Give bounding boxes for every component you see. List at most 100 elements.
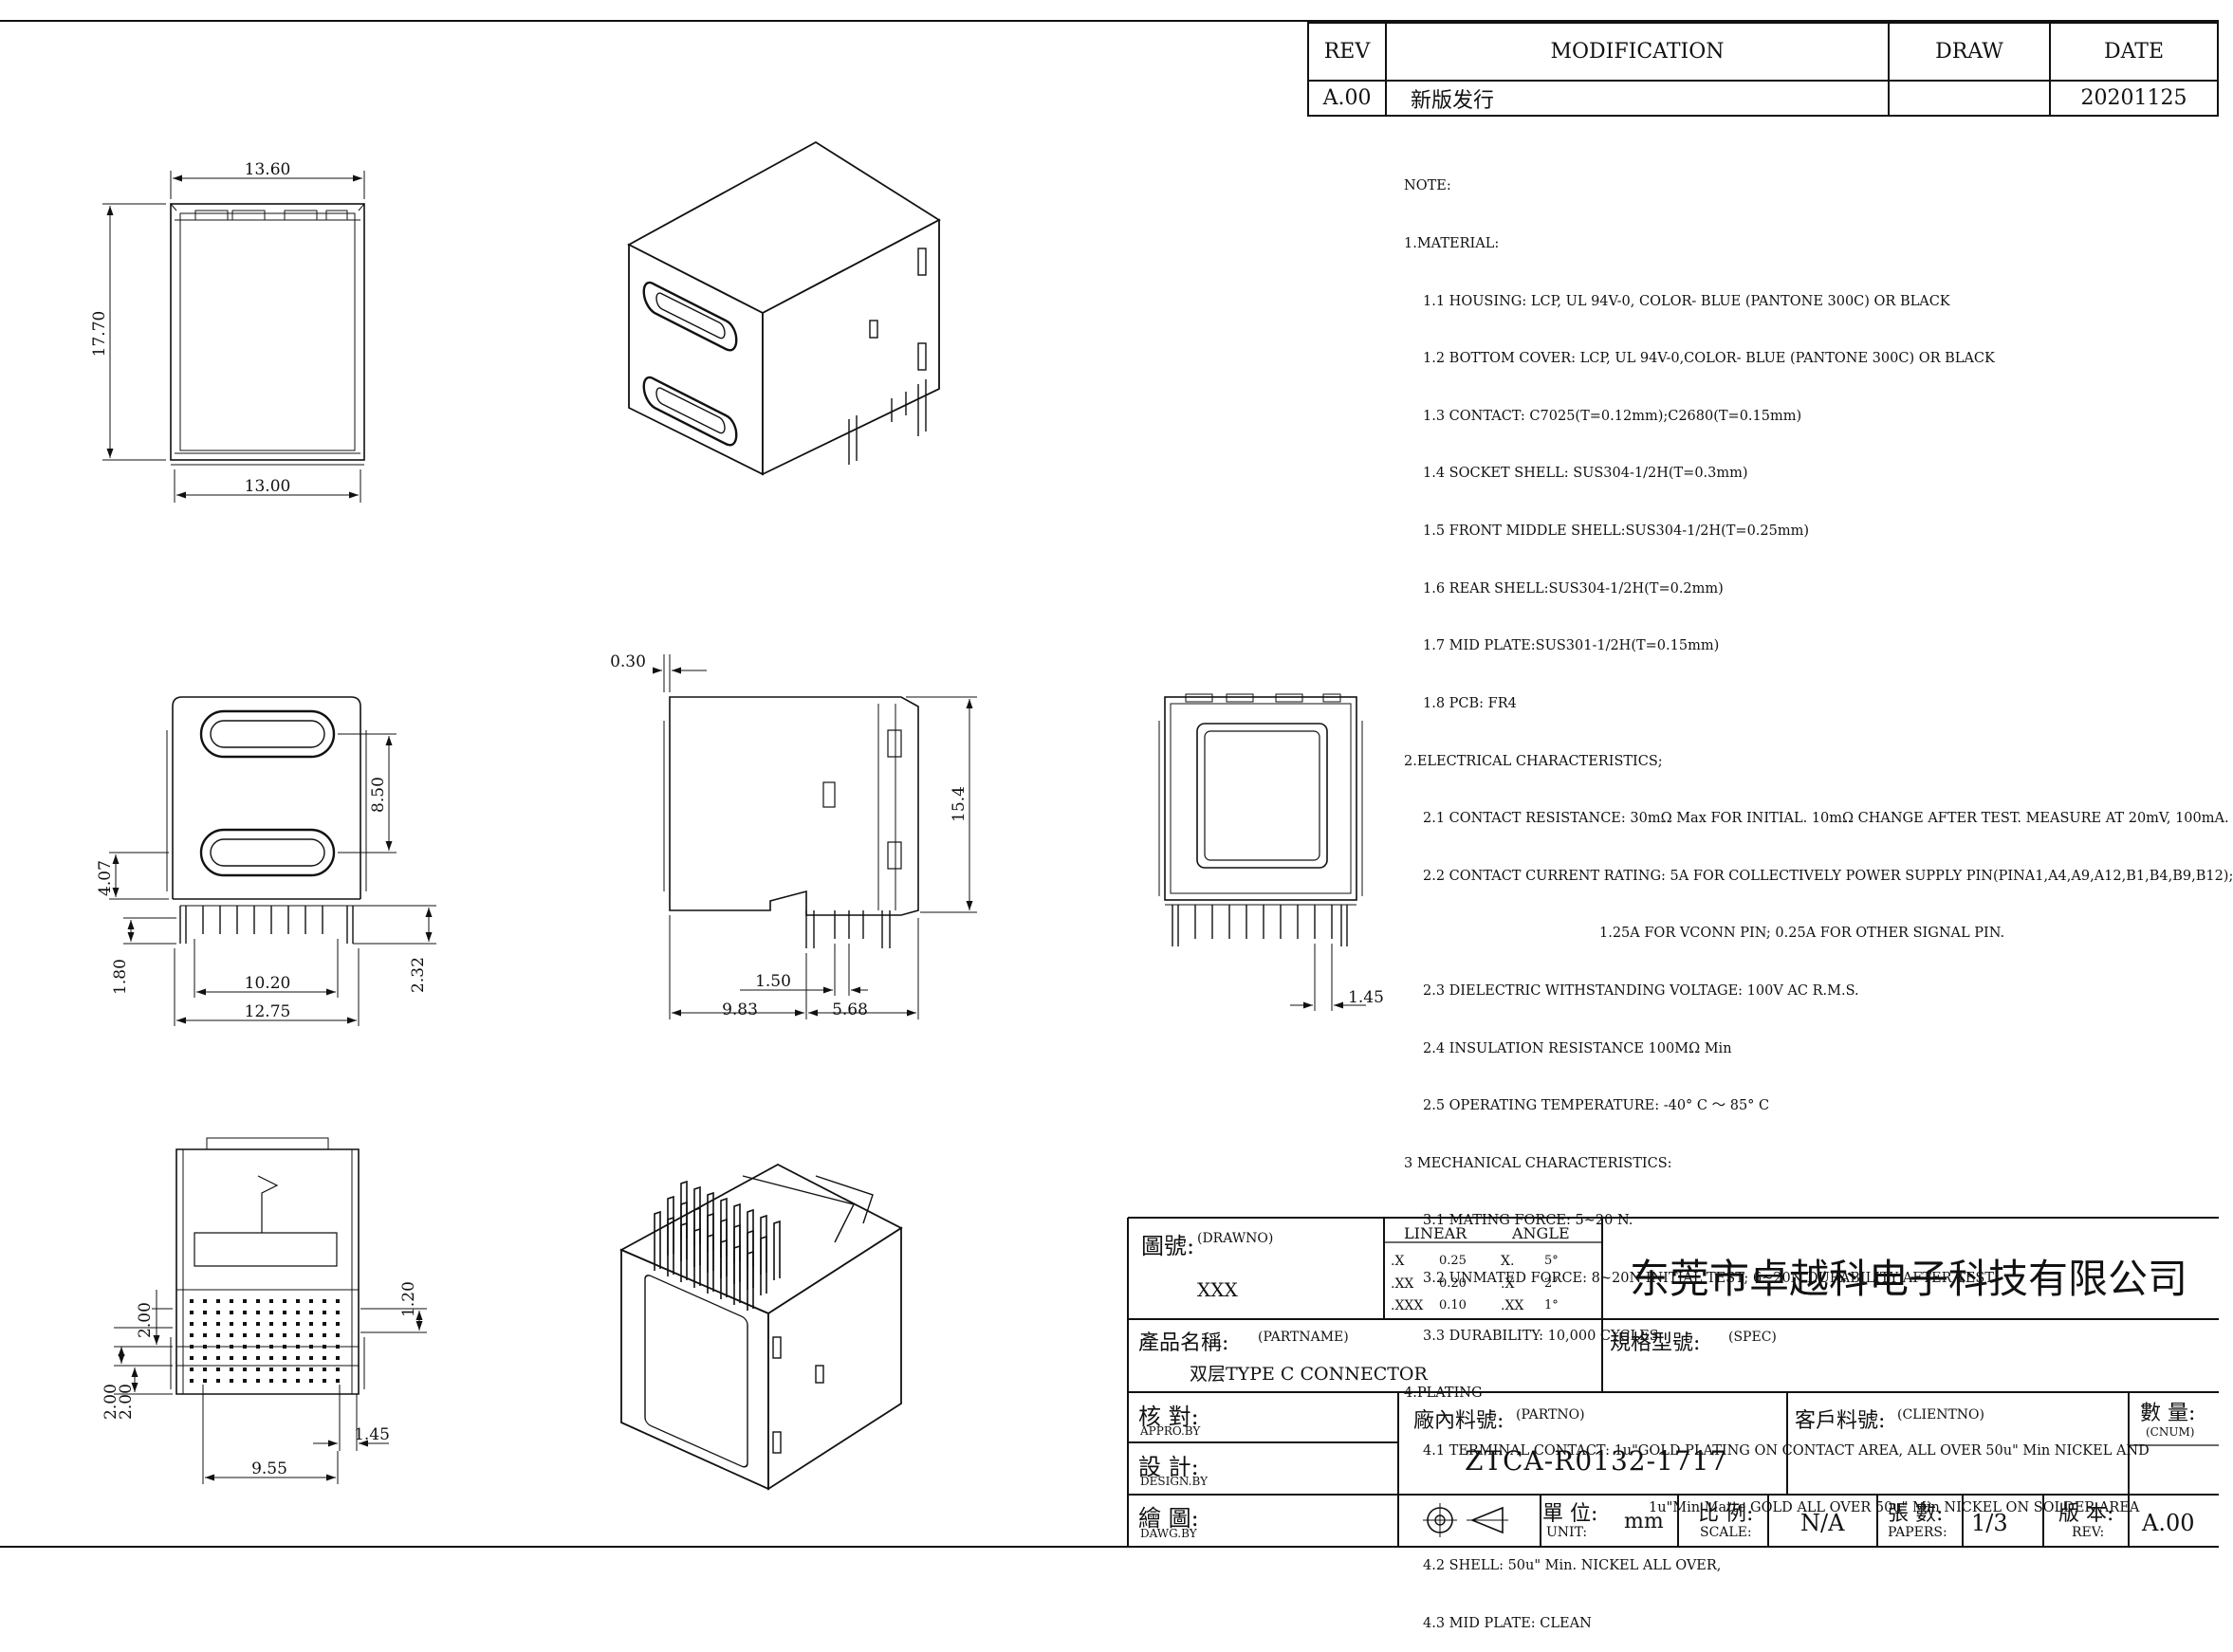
pin-hole bbox=[309, 1356, 313, 1360]
note-line: 1.4 SOCKET SHELL: SUS304-1/2H(T=0.3mm) bbox=[1423, 466, 1748, 482]
note-line: 4.3 MID PLATE: CLEAN bbox=[1423, 1615, 1592, 1631]
rev-label-en: REV: bbox=[2072, 1525, 2105, 1540]
pin-hole bbox=[243, 1311, 247, 1314]
pin-hole bbox=[230, 1333, 233, 1337]
clientno-label-cn: 客戶料號: bbox=[1795, 1409, 1886, 1433]
note-line: 1.25A FOR VCONN PIN; 0.25A FOR OTHER SIG… bbox=[1599, 926, 2005, 942]
pin-hole bbox=[243, 1322, 247, 1326]
modification-header: MODIFICATION bbox=[1385, 22, 1890, 82]
pin-hole bbox=[190, 1333, 194, 1337]
pin-hole bbox=[230, 1311, 233, 1314]
cnum-label-cn: 數 量: bbox=[2140, 1402, 2196, 1425]
dim-front-port-pitch: 8.50 bbox=[369, 777, 388, 813]
company-name: 东莞市卓越科电子科技有限公司 bbox=[1630, 1256, 2188, 1302]
note-line: 2.5 OPERATING TEMPERATURE: -40° C ～ 85° … bbox=[1423, 1098, 1770, 1114]
pin-hole bbox=[203, 1379, 207, 1383]
pin-hole bbox=[296, 1379, 300, 1383]
pin-hole bbox=[269, 1333, 273, 1337]
pin-hole bbox=[336, 1333, 340, 1337]
pin-hole bbox=[243, 1367, 247, 1371]
unit-value: mm bbox=[1624, 1510, 1664, 1533]
pin-hole bbox=[203, 1322, 207, 1326]
pin-hole bbox=[283, 1299, 286, 1303]
pin-hole bbox=[336, 1322, 340, 1326]
drawno-label-cn: 圖號: bbox=[1141, 1233, 1195, 1259]
note-line: 4.2 SHELL: 50u" Min. NICKEL ALL OVER, bbox=[1423, 1558, 1722, 1574]
front-view bbox=[109, 696, 436, 1026]
tol-ang-val-2: 2° bbox=[1544, 1276, 1559, 1291]
pin-hole bbox=[256, 1379, 260, 1383]
dim-side-shell-offset: 0.30 bbox=[610, 652, 646, 671]
pin-hole-grid bbox=[190, 1299, 340, 1383]
pin-hole bbox=[256, 1311, 260, 1314]
dim-side-pin-gap: 1.50 bbox=[755, 972, 791, 991]
note-line: 3.2 UNMATED FORCE: 8~20N INITIAL TEST; 6… bbox=[1423, 1270, 1994, 1286]
pin-hole bbox=[203, 1356, 207, 1360]
rev-label-cn: 版 本: bbox=[2058, 1502, 2114, 1526]
dim-bottom-span: 9.55 bbox=[251, 1459, 287, 1478]
draw-cell bbox=[1888, 80, 2051, 117]
pin-hole bbox=[190, 1322, 194, 1326]
dim-top-height: 17.70 bbox=[90, 311, 109, 358]
tol-lin-val-1: 0.25 bbox=[1439, 1254, 1467, 1268]
design-label-en: DESIGN.BY bbox=[1140, 1475, 1209, 1488]
scale-label-en: SCALE: bbox=[1700, 1525, 1752, 1540]
note-line: 1u"Min Matte GOLD ALL OVER 50u" Min NICK… bbox=[1649, 1500, 2140, 1516]
pin-hole bbox=[190, 1356, 194, 1360]
pin-hole bbox=[269, 1322, 273, 1326]
note-line: 1.MATERIAL: bbox=[1404, 236, 1500, 252]
pin-hole bbox=[256, 1356, 260, 1360]
tol-lin-key-3: .XXX bbox=[1391, 1298, 1424, 1313]
top-view bbox=[102, 171, 365, 503]
pin-hole bbox=[336, 1379, 340, 1383]
pin-hole bbox=[309, 1322, 313, 1326]
unit-label-cn: 單 位: bbox=[1542, 1502, 1598, 1526]
date-header: DATE bbox=[2049, 22, 2219, 82]
pin-hole bbox=[230, 1367, 233, 1371]
pin-hole bbox=[323, 1299, 326, 1303]
pin-hole bbox=[323, 1367, 326, 1371]
iso-pin bbox=[760, 1214, 767, 1275]
pin-hole bbox=[256, 1322, 260, 1326]
pin-hole bbox=[296, 1356, 300, 1360]
pin-hole bbox=[243, 1299, 247, 1303]
pin-hole bbox=[323, 1345, 326, 1349]
pin-hole bbox=[190, 1379, 194, 1383]
pin-hole bbox=[256, 1345, 260, 1349]
partno-value: ZTCA-R0132-1717 bbox=[1465, 1445, 1728, 1477]
drawno-value: XXX bbox=[1197, 1278, 1238, 1301]
pin-hole bbox=[216, 1367, 220, 1371]
dim-top-width: 13.60 bbox=[245, 160, 291, 179]
tol-ang-key-2: .X bbox=[1501, 1276, 1515, 1292]
note-line: 1.5 FRONT MIDDLE SHELL:SUS304-1/2H(T=0.2… bbox=[1423, 523, 1810, 540]
papers-label-en: PAPERS: bbox=[1888, 1525, 1947, 1540]
note-line: 2.ELECTRICAL CHARACTERISTICS; bbox=[1404, 753, 1663, 769]
iso-pin bbox=[720, 1197, 728, 1257]
rev-cell: A.00 bbox=[1307, 80, 1387, 117]
iso-pin-array bbox=[654, 1180, 781, 1311]
note-line: 1.3 CONTACT: C7025(T=0.12mm);C2680(T=0.1… bbox=[1423, 408, 1802, 424]
note-line: 1.8 PCB: FR4 bbox=[1423, 695, 1517, 711]
pin-hole bbox=[336, 1345, 340, 1349]
dim-front-port-offset: 4.07 bbox=[96, 860, 115, 896]
appro-label-en: APPRO.BY bbox=[1140, 1424, 1201, 1438]
pin-hole bbox=[216, 1299, 220, 1303]
unit-label-en: UNIT: bbox=[1546, 1525, 1588, 1540]
pin-hole bbox=[216, 1345, 220, 1349]
dim-front-pin-span: 10.20 bbox=[245, 974, 291, 993]
dim-side-rear: 5.68 bbox=[832, 1000, 868, 1019]
tol-angle-header: ANGLE bbox=[1512, 1224, 1570, 1242]
iso-pin bbox=[733, 1202, 741, 1263]
pin-hole bbox=[230, 1356, 233, 1360]
pin-hole bbox=[203, 1299, 207, 1303]
note-line: 4.PLATING bbox=[1404, 1386, 1483, 1402]
pin-hole bbox=[309, 1379, 313, 1383]
note-line: 1.7 MID PLATE:SUS301-1/2H(T=0.15mm) bbox=[1423, 638, 1720, 654]
pin-hole bbox=[269, 1311, 273, 1314]
dim-top-bottom-width: 13.00 bbox=[245, 477, 291, 496]
tol-lin-val-3: 0.10 bbox=[1439, 1298, 1467, 1312]
pin-hole bbox=[230, 1345, 233, 1349]
dim-bottom-row-b: 2.00 bbox=[102, 1384, 120, 1420]
spec-label-en: (SPEC) bbox=[1728, 1330, 1777, 1345]
dim-front-pin-length: 1.80 bbox=[111, 959, 130, 995]
